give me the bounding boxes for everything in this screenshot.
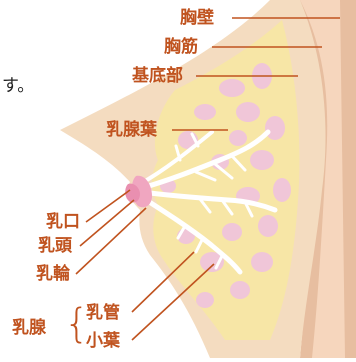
label-chest-wall: 胸壁 xyxy=(180,10,214,27)
label-base: 基底部 xyxy=(132,68,183,85)
lobule xyxy=(229,130,247,146)
lobule xyxy=(196,292,214,308)
label-duct: 乳管 xyxy=(86,305,120,322)
lobule xyxy=(230,281,250,299)
label-lobule: 小葉 xyxy=(86,333,120,350)
label-mammary-lobe: 乳腺葉 xyxy=(106,122,157,139)
lobule xyxy=(251,252,273,272)
lobule xyxy=(265,116,285,140)
label-mammary-gland: 乳腺 xyxy=(12,320,46,337)
label-pectoral-muscle: 胸筋 xyxy=(164,39,198,56)
cut-off-text-fragment: す。 xyxy=(2,78,34,95)
lobule xyxy=(250,150,274,170)
lobule xyxy=(273,178,291,202)
label-nipple-opening: 乳口 xyxy=(46,214,80,231)
lobule xyxy=(194,104,216,120)
label-areola: 乳輪 xyxy=(36,266,70,283)
leader-line-nipple-opening xyxy=(86,190,130,222)
lobule xyxy=(222,223,242,241)
label-nipple: 乳頭 xyxy=(38,238,72,255)
lobule xyxy=(236,102,260,122)
lobule xyxy=(219,79,245,97)
lobule xyxy=(258,215,278,237)
